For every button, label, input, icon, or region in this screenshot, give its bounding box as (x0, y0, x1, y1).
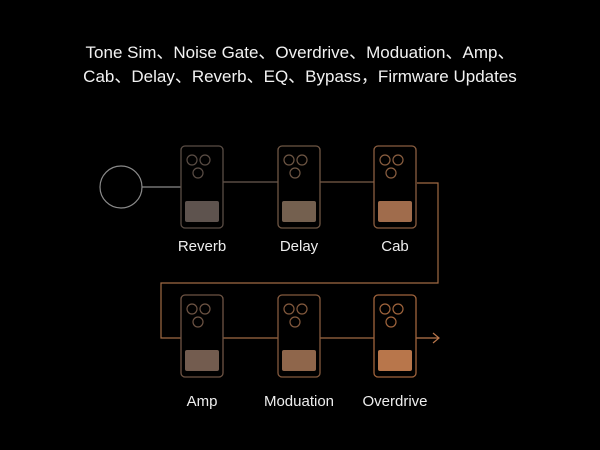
knob-icon (296, 303, 308, 315)
knob-icon (296, 154, 308, 166)
knob-icon (192, 316, 204, 328)
knob-icon (392, 154, 404, 166)
footswitch (282, 201, 316, 222)
title-line-2: Cab、Delay、Reverb、EQ、Bypass，Firmware Upda… (83, 67, 517, 86)
knob-icon (199, 303, 211, 315)
footswitch (185, 350, 219, 371)
knob-icon (392, 303, 404, 315)
knob-icon (186, 303, 198, 315)
knob-icon (199, 154, 211, 166)
output-arrow-icon (432, 332, 440, 344)
knob-icon (379, 303, 391, 315)
knob-icon (186, 154, 198, 166)
footswitch (378, 201, 412, 222)
footswitch (378, 350, 412, 371)
pedal-label-cab: Cab (381, 238, 409, 255)
input-jack-icon (99, 165, 143, 209)
knob-icon (283, 303, 295, 315)
title-line-1: Tone Sim、Noise Gate、Overdrive、Moduation、… (85, 43, 515, 62)
pedal-label-moduation: Moduation (263, 393, 335, 410)
footswitch (185, 201, 219, 222)
pedal-label-delay: Delay (279, 238, 319, 255)
knob-icon (385, 316, 397, 328)
knob-icon (289, 316, 301, 328)
footswitch (282, 350, 316, 371)
pedal-label-overdrive: Overdrive (362, 393, 428, 410)
knob-icon (289, 167, 301, 179)
cable-cab-amp (160, 182, 439, 339)
knob-icon (283, 154, 295, 166)
knob-icon (385, 167, 397, 179)
pedal-label-amp: Amp (186, 393, 218, 410)
knob-icon (192, 167, 204, 179)
pedal-label-reverb: Reverb (177, 238, 227, 255)
knob-icon (379, 154, 391, 166)
